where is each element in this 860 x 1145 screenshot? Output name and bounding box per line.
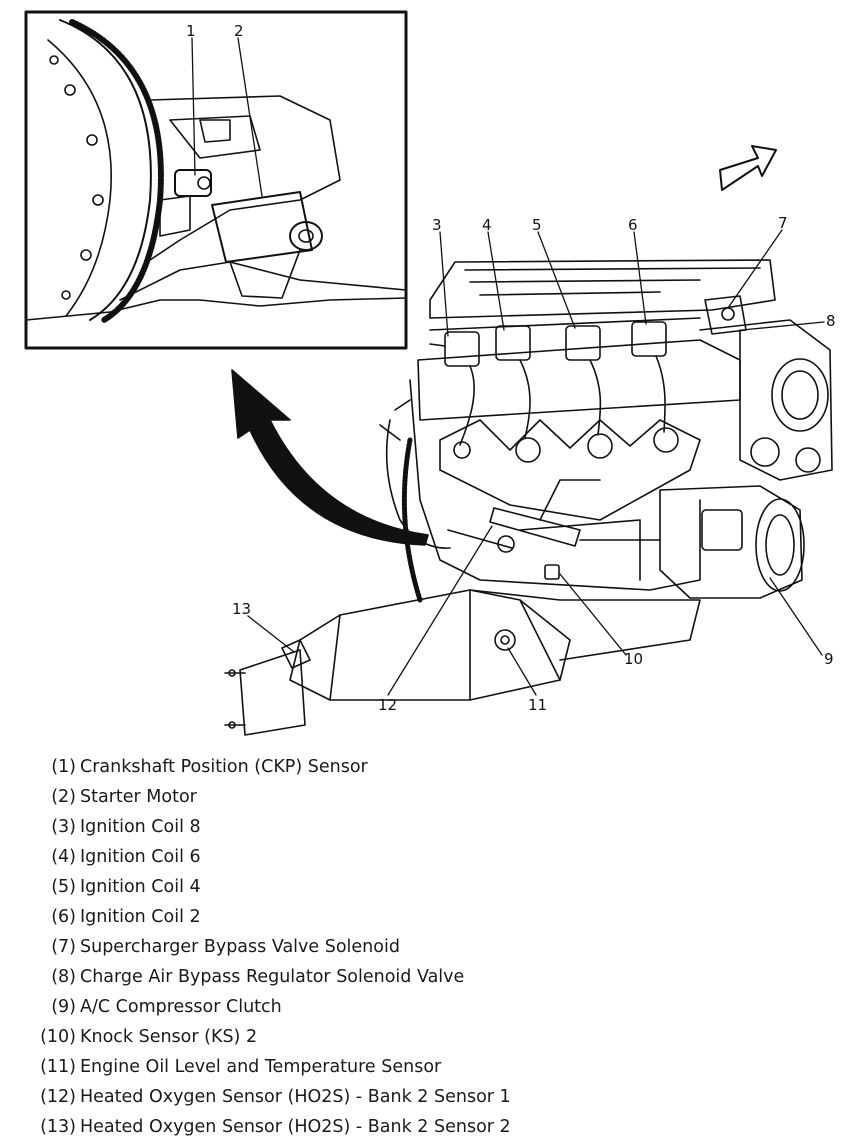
engine-illustration (224, 259, 833, 736)
callout-leaders (191, 37, 825, 696)
legend-label: Ignition Coil 8 (80, 817, 201, 837)
legend-item: (2)Starter Motor (28, 782, 848, 812)
callout-12: 12 (378, 696, 397, 714)
legend-item: (8)Charge Air Bypass Regulator Solenoid … (28, 962, 848, 992)
legend-label: Charge Air Bypass Regulator Solenoid Val… (80, 967, 465, 987)
callout-6: 6 (628, 216, 638, 234)
legend-label: A/C Compressor Clutch (80, 997, 282, 1017)
detail-pointer-arrow (231, 369, 429, 546)
legend-number: (6) (51, 907, 76, 927)
legend-number: (12) (40, 1087, 76, 1107)
callout-11: 11 (528, 696, 547, 714)
component-legend: (1)Crankshaft Position (CKP) Sensor (2)S… (28, 752, 848, 1142)
legend-label: Heated Oxygen Sensor (HO2S) - Bank 2 Sen… (80, 1117, 511, 1137)
legend-number: (4) (51, 847, 76, 867)
legend-label: Ignition Coil 4 (80, 877, 201, 897)
callout-10: 10 (624, 650, 643, 668)
legend-item: (10)Knock Sensor (KS) 2 (28, 1022, 848, 1052)
legend-label: Crankshaft Position (CKP) Sensor (80, 757, 368, 777)
legend-label: Ignition Coil 6 (80, 847, 201, 867)
callout-9: 9 (824, 650, 834, 668)
callout-2: 2 (234, 22, 244, 40)
legend-number: (13) (40, 1117, 76, 1137)
legend-number: (5) (51, 877, 76, 897)
legend-number: (3) (51, 817, 76, 837)
legend-label: Starter Motor (80, 787, 197, 807)
legend-item: (12)Heated Oxygen Sensor (HO2S) - Bank 2… (28, 1082, 848, 1112)
legend-label: Heated Oxygen Sensor (HO2S) - Bank 2 Sen… (80, 1087, 511, 1107)
legend-item: (7)Supercharger Bypass Valve Solenoid (28, 932, 848, 962)
legend-item: (4)Ignition Coil 6 (28, 842, 848, 872)
legend-item: (9)A/C Compressor Clutch (28, 992, 848, 1022)
callout-3: 3 (432, 216, 442, 234)
legend-number: (1) (51, 757, 76, 777)
legend-number: (9) (51, 997, 76, 1017)
legend-item: (5)Ignition Coil 4 (28, 872, 848, 902)
callout-13: 13 (232, 600, 251, 618)
legend-number: (7) (51, 937, 76, 957)
callout-labels: 1 2 3 4 5 6 7 8 9 10 11 12 13 (186, 22, 836, 714)
callout-1: 1 (186, 22, 196, 40)
inset-detail-view (24, 10, 408, 350)
legend-label: Supercharger Bypass Valve Solenoid (80, 937, 400, 957)
front-direction-arrow (719, 145, 777, 191)
legend-item: (3)Ignition Coil 8 (28, 812, 848, 842)
callout-5: 5 (532, 216, 542, 234)
legend-number: (2) (51, 787, 76, 807)
callout-4: 4 (482, 216, 492, 234)
legend-item: (13)Heated Oxygen Sensor (HO2S) - Bank 2… (28, 1112, 848, 1142)
legend-number: (10) (40, 1027, 76, 1047)
legend-label: Engine Oil Level and Temperature Sensor (80, 1057, 442, 1077)
legend-item: (1)Crankshaft Position (CKP) Sensor (28, 752, 848, 782)
callout-7: 7 (778, 214, 788, 232)
legend-number: (11) (40, 1057, 76, 1077)
legend-label: Knock Sensor (KS) 2 (80, 1027, 258, 1047)
legend-number: (8) (51, 967, 76, 987)
legend-item: (11)Engine Oil Level and Temperature Sen… (28, 1052, 848, 1082)
callout-8: 8 (826, 312, 836, 330)
legend-label: Ignition Coil 2 (80, 907, 201, 927)
engine-component-diagram: 1 2 3 4 5 6 7 8 9 10 11 12 13 (24, 10, 836, 736)
legend-item: (6)Ignition Coil 2 (28, 902, 848, 932)
